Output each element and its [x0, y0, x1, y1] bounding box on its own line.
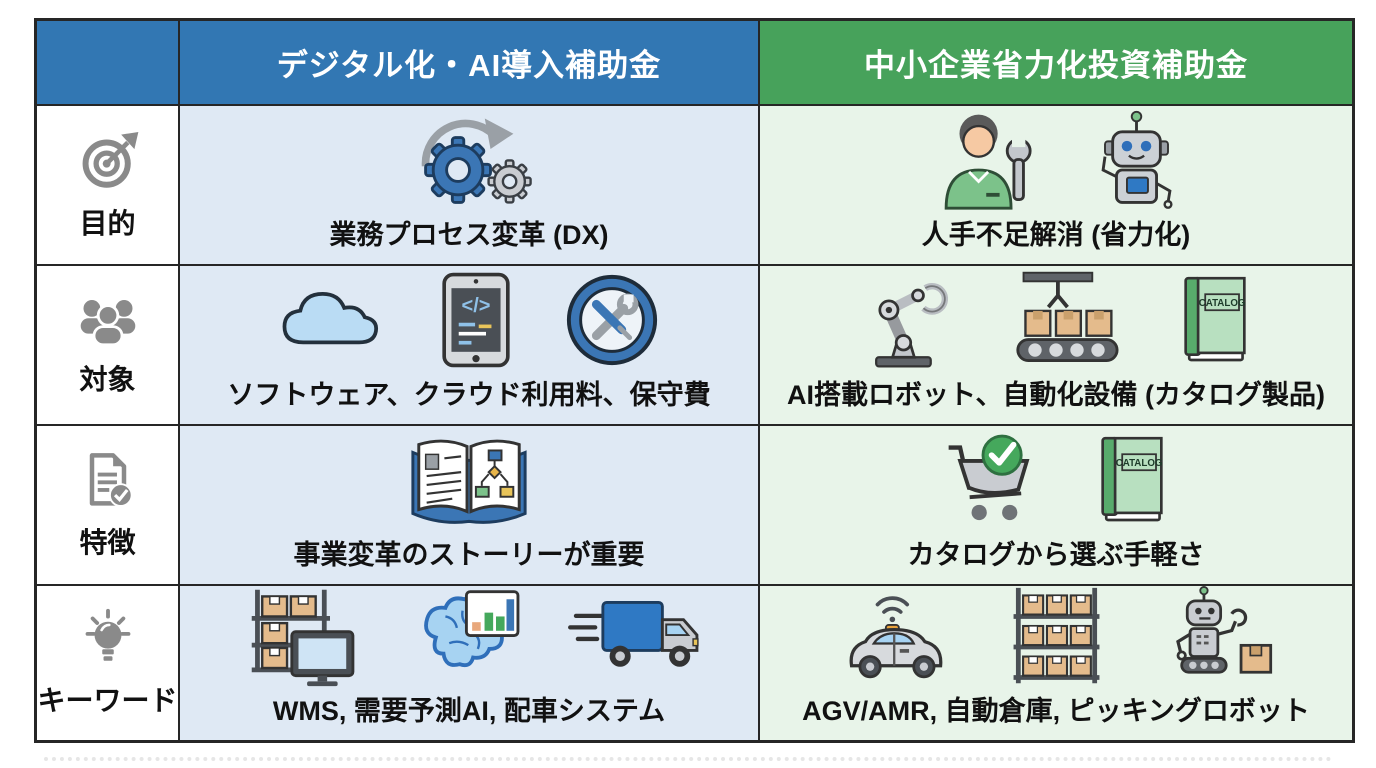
cell-keyword-digital-text: WMS, 需要予測AI, 配車システム: [272, 696, 666, 726]
warehouse-monitor-icon: [236, 586, 361, 689]
header-corner-cell: [37, 21, 180, 106]
cell-purpose-digital: 業務プロセス変革 (DX): [180, 106, 760, 266]
target-icon: [75, 128, 141, 194]
header-digital-title: デジタル化・AI導入補助金: [276, 48, 662, 83]
svg-text:</>: </>: [462, 294, 491, 316]
document-check-icon: [76, 449, 140, 513]
svg-text:CATALOG: CATALOG: [1115, 457, 1162, 468]
tools-circle-icon: [563, 271, 661, 369]
cell-purpose-digital-text: 業務プロセス変革 (DX): [329, 220, 609, 250]
transform-gears-icon: [402, 107, 537, 212]
row-label-target: 対象: [37, 266, 180, 426]
robot-arm-icon: [858, 270, 958, 370]
worker-wrench-icon: [923, 107, 1038, 212]
cell-keyword-digital: WMS, 需要予測AI, 配車システム: [180, 586, 760, 740]
open-book-flowchart-icon: [405, 430, 533, 530]
conveyor-icon: [1004, 267, 1129, 372]
cell-feature-digital: 事業変革のストーリーが重要: [180, 426, 760, 586]
cell-target-digital: </> ソフトウェア、クラウド利用料、保守費: [180, 266, 760, 426]
row-label-feature-text: 特徴: [79, 527, 136, 558]
cell-feature-laborsaving: CATALOG カタログから選ぶ手軽さ: [760, 426, 1352, 586]
cloud-icon: [277, 282, 389, 358]
row-label-target-text: 対象: [79, 364, 136, 395]
catalog-book-icon: CATALOG: [1175, 270, 1255, 370]
header-laborsaving: 中小企業省力化投資補助金: [760, 21, 1352, 106]
row-label-keyword-text: キーワード: [37, 685, 178, 716]
truck-icon: [567, 589, 703, 685]
robot-icon: [1084, 107, 1189, 212]
catalog-book-icon: CATALOG: [1092, 430, 1172, 530]
cell-feature-digital-text: 事業変革のストーリーが重要: [293, 540, 645, 570]
lightbulb-icon: [76, 607, 140, 671]
cell-target-laborsaving-text: AI搭載ロボット、自動化設備 (カタログ製品): [787, 380, 1325, 410]
comparison-table: デジタル化・AI導入補助金 中小企業省力化投資補助金 目的: [34, 18, 1355, 743]
cell-purpose-laborsaving: 人手不足解消 (省力化): [760, 106, 1352, 266]
people-icon: [73, 292, 143, 350]
cell-feature-laborsaving-text: カタログから選ぶ手軽さ: [907, 540, 1205, 570]
agv-car-icon: [836, 586, 958, 688]
picking-robot-icon: [1155, 586, 1277, 688]
cell-purpose-laborsaving-text: 人手不足解消 (省力化): [921, 220, 1191, 250]
cell-keyword-laborsaving: AGV/AMR, 自動倉庫, ピッキングロボット: [760, 586, 1352, 740]
row-label-feature: 特徴: [37, 426, 180, 586]
header-laborsaving-title: 中小企業省力化投資補助金: [864, 48, 1248, 83]
row-label-purpose: 目的: [37, 106, 180, 266]
svg-text:CATALOG: CATALOG: [1198, 297, 1245, 308]
tablet-code-icon: </>: [435, 270, 517, 370]
row-label-purpose-text: 目的: [79, 208, 136, 239]
cart-check-icon: [941, 432, 1046, 528]
cell-keyword-laborsaving-text: AGV/AMR, 自動倉庫, ピッキングロボット: [802, 696, 1310, 726]
cell-target-laborsaving: CATALOG AI搭載ロボット、自動化設備 (カタログ製品): [760, 266, 1352, 426]
bottom-dotted-divider: [44, 757, 1332, 761]
header-digital: デジタル化・AI導入補助金: [180, 21, 760, 106]
brain-chart-icon: [407, 586, 522, 689]
row-label-keyword: キーワード: [37, 586, 180, 740]
cell-target-digital-text: ソフトウェア、クラウド利用料、保守費: [227, 380, 711, 410]
warehouse-shelf-icon: [1004, 586, 1109, 689]
